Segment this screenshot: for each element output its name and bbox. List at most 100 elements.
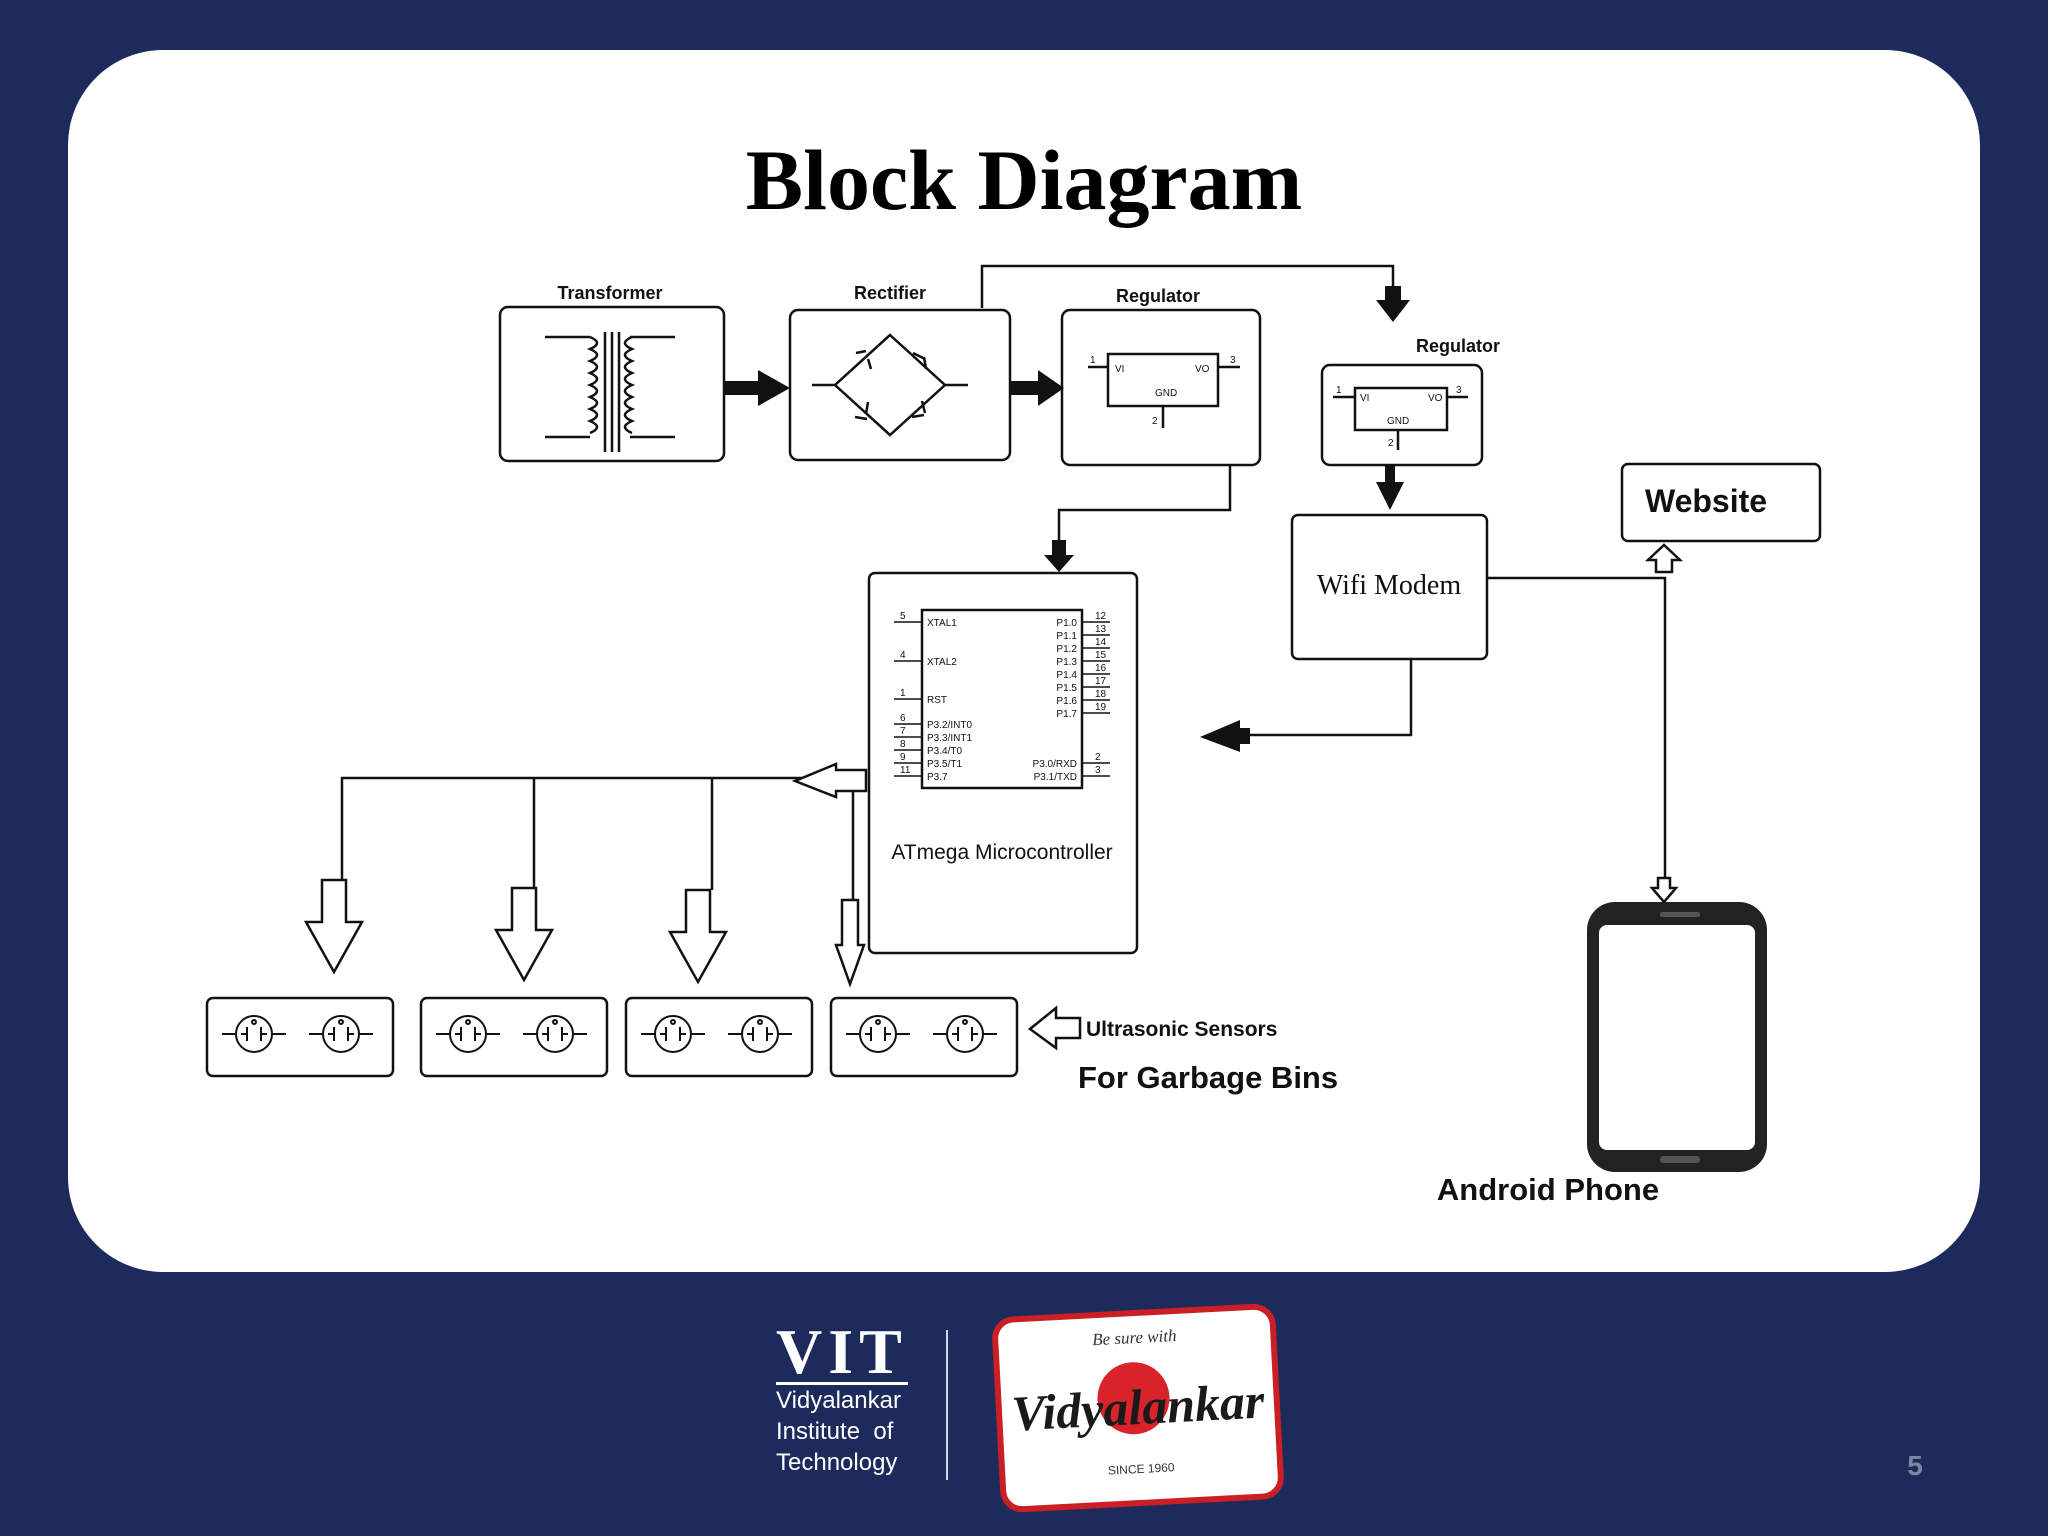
mcu-left-pin-number: 5 [900, 611, 906, 622]
ultrasonic-sensor-icon [222, 1015, 286, 1053]
ultrasonic-sensor-icon [436, 1015, 500, 1053]
sensors-pointer-arrow [1027, 1005, 1082, 1051]
modem-to-website-phone-line [1487, 576, 1667, 880]
regulator-2-vi: VI [1360, 393, 1369, 404]
mcu-left-pin-number: 6 [900, 713, 906, 724]
mcu-left-pin-number: 4 [900, 650, 906, 661]
garbage-bins-label: For Garbage Bins [1078, 1060, 1338, 1095]
bin2-arrow [493, 886, 555, 983]
mcu-left-pin-number: 9 [900, 752, 906, 763]
badge-name: Vidyalankar [1010, 1372, 1266, 1442]
ultrasonic-sensor-icon [523, 1015, 587, 1053]
mcu-left-pin-name: P3.2/INT0 [927, 720, 972, 731]
modem-to-mcu-line [1240, 659, 1413, 737]
android-phone-label: Android Phone [1437, 1172, 1659, 1207]
regulator-2-label: Regulator [1416, 336, 1500, 356]
microcontroller-label: ATmega Microcontroller [891, 841, 1112, 864]
wifi-modem-block [1290, 513, 1489, 661]
mcu-right-pin-name: P3.0/RXD [1033, 759, 1077, 770]
website-label: Website [1645, 483, 1767, 519]
mcu-right-pin-number: 12 [1095, 611, 1107, 622]
vidyalankar-logo: Be sure with Vidyalankar SINCE 1960 [991, 1302, 1285, 1514]
regulator-1-pin2: 2 [1152, 416, 1158, 427]
regulator-1-vo: VO [1195, 364, 1210, 375]
sensor-box-4 [829, 996, 1019, 1078]
android-phone-icon [1587, 902, 1767, 1172]
regulator-2-block [1320, 363, 1484, 467]
regulator1-to-mcu-line [1057, 465, 1232, 545]
footer-divider [946, 1330, 948, 1480]
mcu-right-pin-name: P1.5 [1056, 683, 1077, 694]
rectifier-to-regulator-arrow [1010, 370, 1064, 406]
mcu-right-pin-name: P1.7 [1056, 709, 1077, 720]
regulator2-to-modem-arrow [1376, 465, 1404, 510]
regulator-2-pin3: 3 [1456, 385, 1462, 396]
regulator-2-pin1: 1 [1336, 385, 1342, 396]
rectifier-to-regulator2-line [980, 264, 1395, 308]
regulator-1-label: Regulator [1116, 286, 1200, 306]
regulator-1-pin3: 3 [1230, 355, 1236, 366]
mcu-right-pin-name: P1.3 [1056, 657, 1077, 668]
sensor-box-1 [205, 996, 395, 1078]
mcu-right-pin-number: 3 [1095, 765, 1101, 776]
mcu-right-pin-number: 2 [1095, 752, 1101, 763]
mcu-right-pin-name: P1.0 [1056, 618, 1077, 629]
mcu-right-pin-name: P1.4 [1056, 670, 1077, 681]
mcu-right-pin-name: P1.1 [1056, 631, 1077, 642]
mcu-right-pin-number: 18 [1095, 689, 1107, 700]
to-regulator2-arrow [1376, 286, 1410, 322]
badge-since: SINCE 1960 [1107, 1460, 1175, 1478]
mcu-right-pin-number: 19 [1095, 702, 1107, 713]
bin4-arrow [834, 898, 866, 988]
to-mcu-arrow [1044, 540, 1074, 572]
bin3-arrow [667, 888, 729, 985]
mcu-right-pin-name: P1.2 [1056, 644, 1077, 655]
ultrasonic-sensor-icon [728, 1015, 792, 1053]
mcu-right-pin-name: P1.6 [1056, 696, 1077, 707]
mcu-left-pin-number: 7 [900, 726, 906, 737]
phone-arrow [1649, 876, 1679, 904]
modem-to-mcu-arrow [1200, 720, 1250, 752]
vit-mark: VIT [776, 1316, 908, 1387]
sensor-box-2 [419, 996, 609, 1078]
badge-tagline: Be sure with [1091, 1325, 1177, 1350]
vit-line-3: Technology [776, 1449, 898, 1476]
regulator-2-vo: VO [1428, 393, 1443, 404]
sensor-box-3 [624, 996, 814, 1078]
regulator-2-pin2: 2 [1388, 438, 1394, 449]
regulator-2-gnd: GND [1387, 416, 1409, 427]
mcu-right-pin-number: 14 [1095, 637, 1107, 648]
bin1-arrow [303, 878, 365, 975]
ultrasonic-sensor-icon [641, 1015, 705, 1053]
mcu-left-pin-name: P3.3/INT1 [927, 733, 972, 744]
vit-line-1: Vidyalankar [776, 1387, 901, 1414]
mcu-right-pin-number: 17 [1095, 676, 1107, 687]
regulator-2-chip [1353, 386, 1449, 432]
transformer-to-rectifier-arrow [724, 370, 790, 406]
mcu-right-pin-number: 13 [1095, 624, 1107, 635]
bridge-rectifier-icon [812, 333, 968, 437]
regulator-1-pin1: 1 [1090, 355, 1096, 366]
wifi-modem-label: Wifi Modem [1317, 570, 1462, 601]
mcu-output-bus [340, 776, 866, 890]
website-box [1620, 462, 1822, 543]
page-number: 5 [1907, 1450, 1923, 1481]
mcu-left-pin-number: 11 [900, 765, 911, 776]
regulator-1-vi: VI [1115, 364, 1124, 375]
ultrasonic-sensor-icon [309, 1015, 373, 1053]
vit-logo: VIT Vidyalankar Institute of Technology [776, 1316, 916, 1478]
mcu-left-pin-name: XTAL2 [927, 657, 957, 668]
slide-title: Block Diagram [745, 132, 1303, 228]
mcu-right-pin-number: 15 [1095, 650, 1107, 661]
transformer-label: Transformer [557, 283, 662, 303]
mcu-left-pin-name: P3.7 [927, 772, 948, 783]
mcu-right-pin-name: P3.1/TXD [1034, 772, 1077, 783]
rectifier-label: Rectifier [854, 283, 926, 303]
ultrasonic-sensors-label: Ultrasonic Sensors [1086, 1018, 1277, 1041]
ultrasonic-sensor-icon [933, 1015, 997, 1053]
block-diagram: Transformer Rectifier Regulator Regulato… [205, 264, 1822, 1207]
regulator-1-gnd: GND [1155, 388, 1177, 399]
mcu-left-pin-number: 8 [900, 739, 906, 750]
mcu-left-pin-name: P3.5/T1 [927, 759, 962, 770]
mcu-right-pin-number: 16 [1095, 663, 1107, 674]
